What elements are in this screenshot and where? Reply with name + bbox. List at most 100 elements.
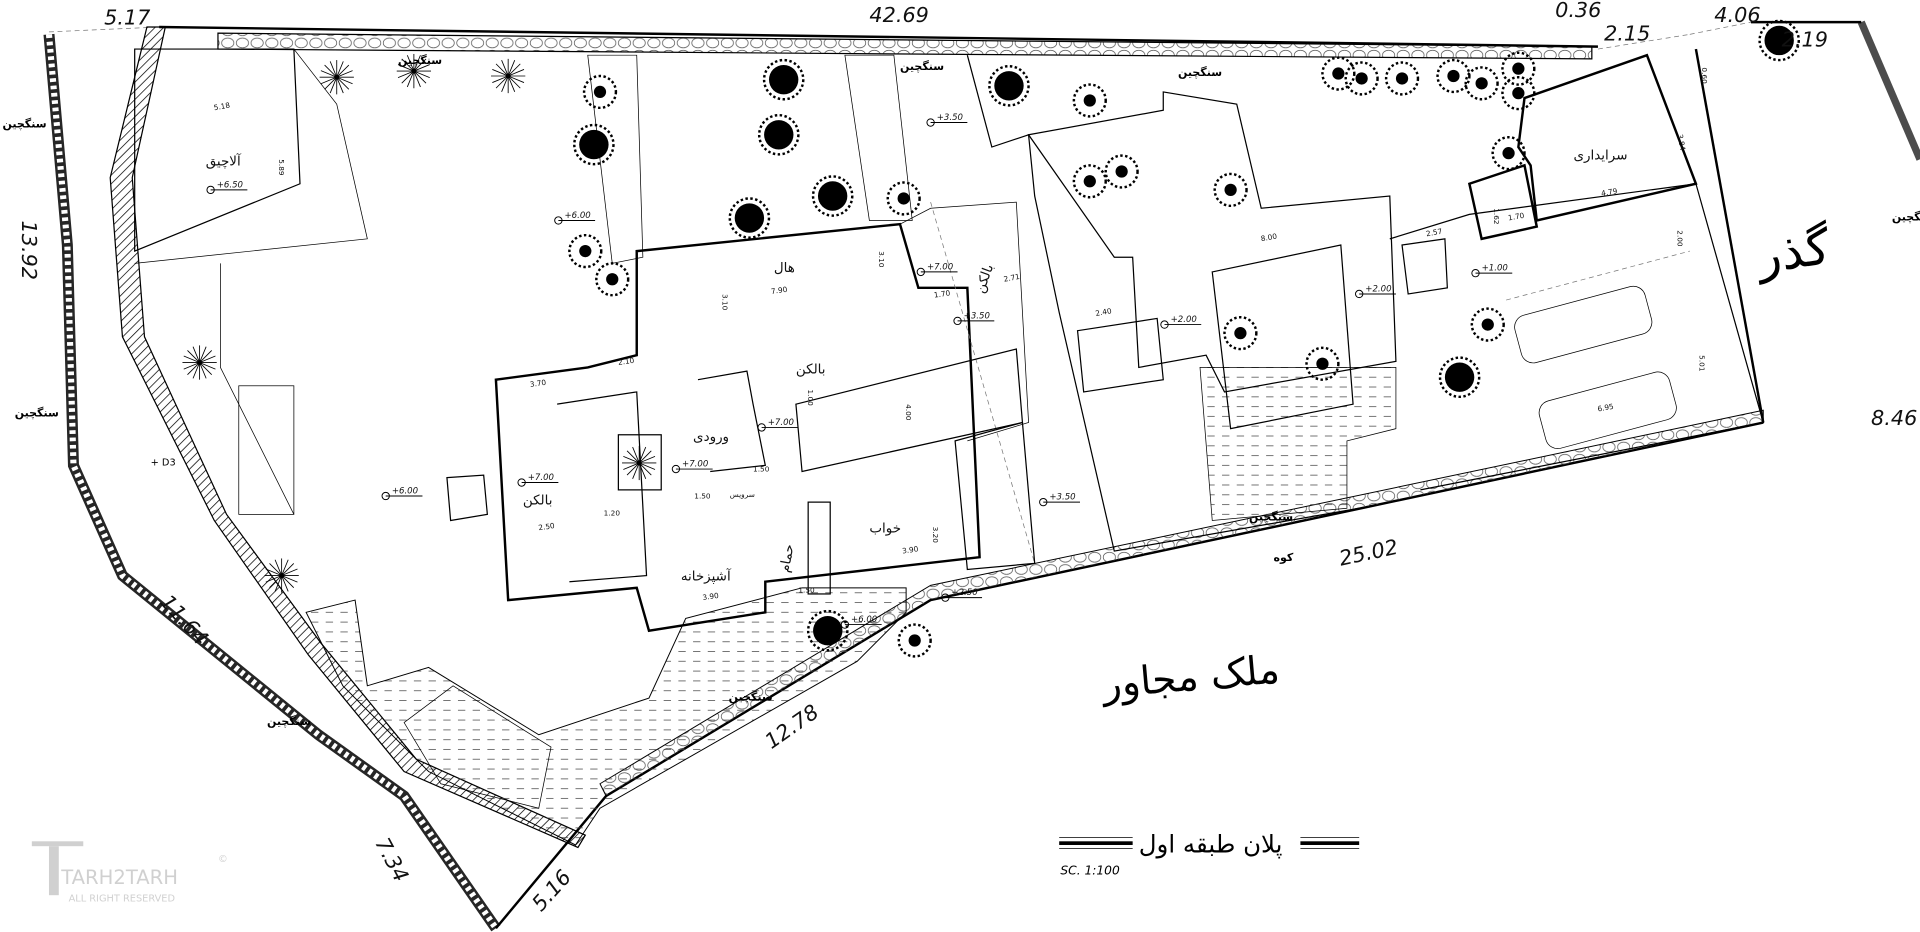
level-marker: +7.00 <box>671 460 713 474</box>
trees <box>182 19 1800 658</box>
level-value: +2.00 <box>1365 285 1392 295</box>
tree-icon <box>1344 61 1379 96</box>
dimension-label: 0.60 <box>1700 67 1709 84</box>
watermark-copyright: © <box>218 854 228 865</box>
level-marker: +3.50 <box>926 113 968 127</box>
tree-icon <box>622 445 657 481</box>
level-marker: +7.00 <box>517 473 559 487</box>
tree-icon <box>568 233 603 269</box>
room-labels: آلاچیق هال بالکن بالکن بالکن ورودی خواب … <box>151 148 1628 584</box>
title-block: پلان طبقه اول SC. 1:100 <box>1059 829 1360 877</box>
tree-icon <box>582 74 618 110</box>
room-bedroom[interactable]: خواب <box>869 522 901 537</box>
room-entrance[interactable]: ورودی <box>693 430 729 445</box>
level-value: +6.50 <box>217 180 244 190</box>
level-value: +7.00 <box>528 473 555 483</box>
tree-icon <box>1104 154 1139 189</box>
street-label: گذر <box>1751 218 1835 285</box>
dimension-label: 7.90 <box>770 285 788 296</box>
dim-2-15: 2.15 <box>1604 21 1650 45</box>
level-value: +3.50 <box>1049 493 1076 503</box>
stone-label: سنگچین <box>900 59 944 73</box>
tree-icon <box>1223 315 1258 351</box>
dimension-label: 1.50 <box>753 465 770 474</box>
dimension-label: 1.70 <box>1507 211 1525 223</box>
level-markers: +6.50+6.00+3.50+7.00+3.50+2.00+2.00+1.00… <box>206 113 1513 629</box>
level-marker: +2.00 <box>1355 285 1396 299</box>
dimension-label: 1.70 <box>933 288 951 299</box>
tree-icon <box>1384 61 1420 96</box>
level-value: +3.50 <box>937 113 964 123</box>
tree-icon <box>1438 356 1481 399</box>
level-value: +7.00 <box>682 460 709 470</box>
level-marker: +7.00 <box>757 418 799 432</box>
tree-icon <box>757 113 800 156</box>
room-bath[interactable]: حمام <box>778 543 798 574</box>
dimension-label: 2.40 <box>1095 306 1113 318</box>
room-balcony-1[interactable]: بالکن <box>796 363 826 378</box>
level-value: +6.00 <box>392 487 419 497</box>
level-value: +3.50 <box>964 311 991 321</box>
room-wc[interactable]: سرویس <box>730 490 755 499</box>
dim-25-02: 25.02 <box>1337 535 1400 571</box>
dim-11-64: 11.64 <box>155 590 213 650</box>
tree-icon <box>806 609 849 652</box>
dimension-label: 4.79 <box>1600 186 1618 198</box>
dimension-label: 8.00 <box>1260 232 1278 244</box>
drawing-scale: SC. 1:100 <box>1060 863 1120 877</box>
tree-icon <box>1464 66 1499 101</box>
top-stone-wall <box>217 32 1593 60</box>
tree-icon <box>988 64 1030 107</box>
terrace-stairs <box>587 54 913 264</box>
stone-label: سنگچین <box>267 714 311 728</box>
tree-icon <box>264 558 299 593</box>
dimension-label: 3.20 <box>931 527 940 544</box>
dimension-label: 1.50 <box>798 586 815 595</box>
stone-label: سنگچین <box>1249 509 1293 523</box>
level-marker: +3.50 <box>953 311 995 326</box>
mountain-label: کوه <box>1273 551 1293 564</box>
boundary-dimensions: 5.17 42.69 0.36 2.15 4.06 2.19 13.92 8.4… <box>17 0 1917 916</box>
stone-labels: سنگچین سنگچین سنگچین سنگچین سنگچین سنگچی… <box>2 53 1920 728</box>
site-boundary <box>43 20 1920 932</box>
neighbor-property-label: ملک مجاور <box>1099 647 1282 707</box>
level-marker: +7.00 <box>916 262 958 277</box>
tree-icon <box>886 181 921 216</box>
watermark-rights: ALL RIGHT RESERVED <box>69 893 175 904</box>
dimension-label: 2.57 <box>1425 227 1443 239</box>
dimension-label: 2.00 <box>1676 230 1685 247</box>
dimension-label: 3.84 <box>1676 134 1688 152</box>
tree-icon <box>1491 136 1526 171</box>
tree-icon <box>491 58 526 94</box>
dimension-label: 6.95 <box>1597 402 1615 414</box>
tree-icon <box>573 123 615 166</box>
level-value: +2.00 <box>1171 315 1198 325</box>
tree-icon <box>728 197 771 239</box>
dimension-label: 4.00 <box>904 404 913 421</box>
room-balcony-3[interactable]: بالکن <box>973 262 997 295</box>
dimension-label: 5.01 <box>1698 355 1707 371</box>
tree-icon <box>1758 19 1800 62</box>
marker-d3: + D3 <box>151 457 176 468</box>
level-value: +7.00 <box>927 262 954 272</box>
room-gazebo[interactable]: آلاچیق <box>206 152 242 169</box>
room-hall[interactable]: هال <box>774 261 795 276</box>
tree-icon <box>182 345 217 380</box>
level-marker: +6.00 <box>381 487 423 501</box>
dimension-label: 2.50 <box>538 521 556 532</box>
dimension-label: 1.00 <box>806 389 815 406</box>
right-wing <box>966 53 1765 552</box>
level-marker: +6.00 <box>840 615 882 629</box>
level-marker: +6.00 <box>554 211 596 225</box>
dimension-label: 2.10 <box>617 356 635 367</box>
room-kitchen[interactable]: آشپزخانه <box>681 567 732 584</box>
landscape-pool-area <box>305 587 907 846</box>
room-balcony-2[interactable]: بالکن <box>523 494 553 509</box>
room-caretaker[interactable]: سرایداری <box>1573 148 1627 163</box>
tree-icon <box>1072 83 1107 118</box>
dimension-label: 3.90 <box>702 591 720 602</box>
dim-5-17: 5.17 <box>104 6 151 30</box>
stone-label: سنگچین <box>398 53 442 67</box>
